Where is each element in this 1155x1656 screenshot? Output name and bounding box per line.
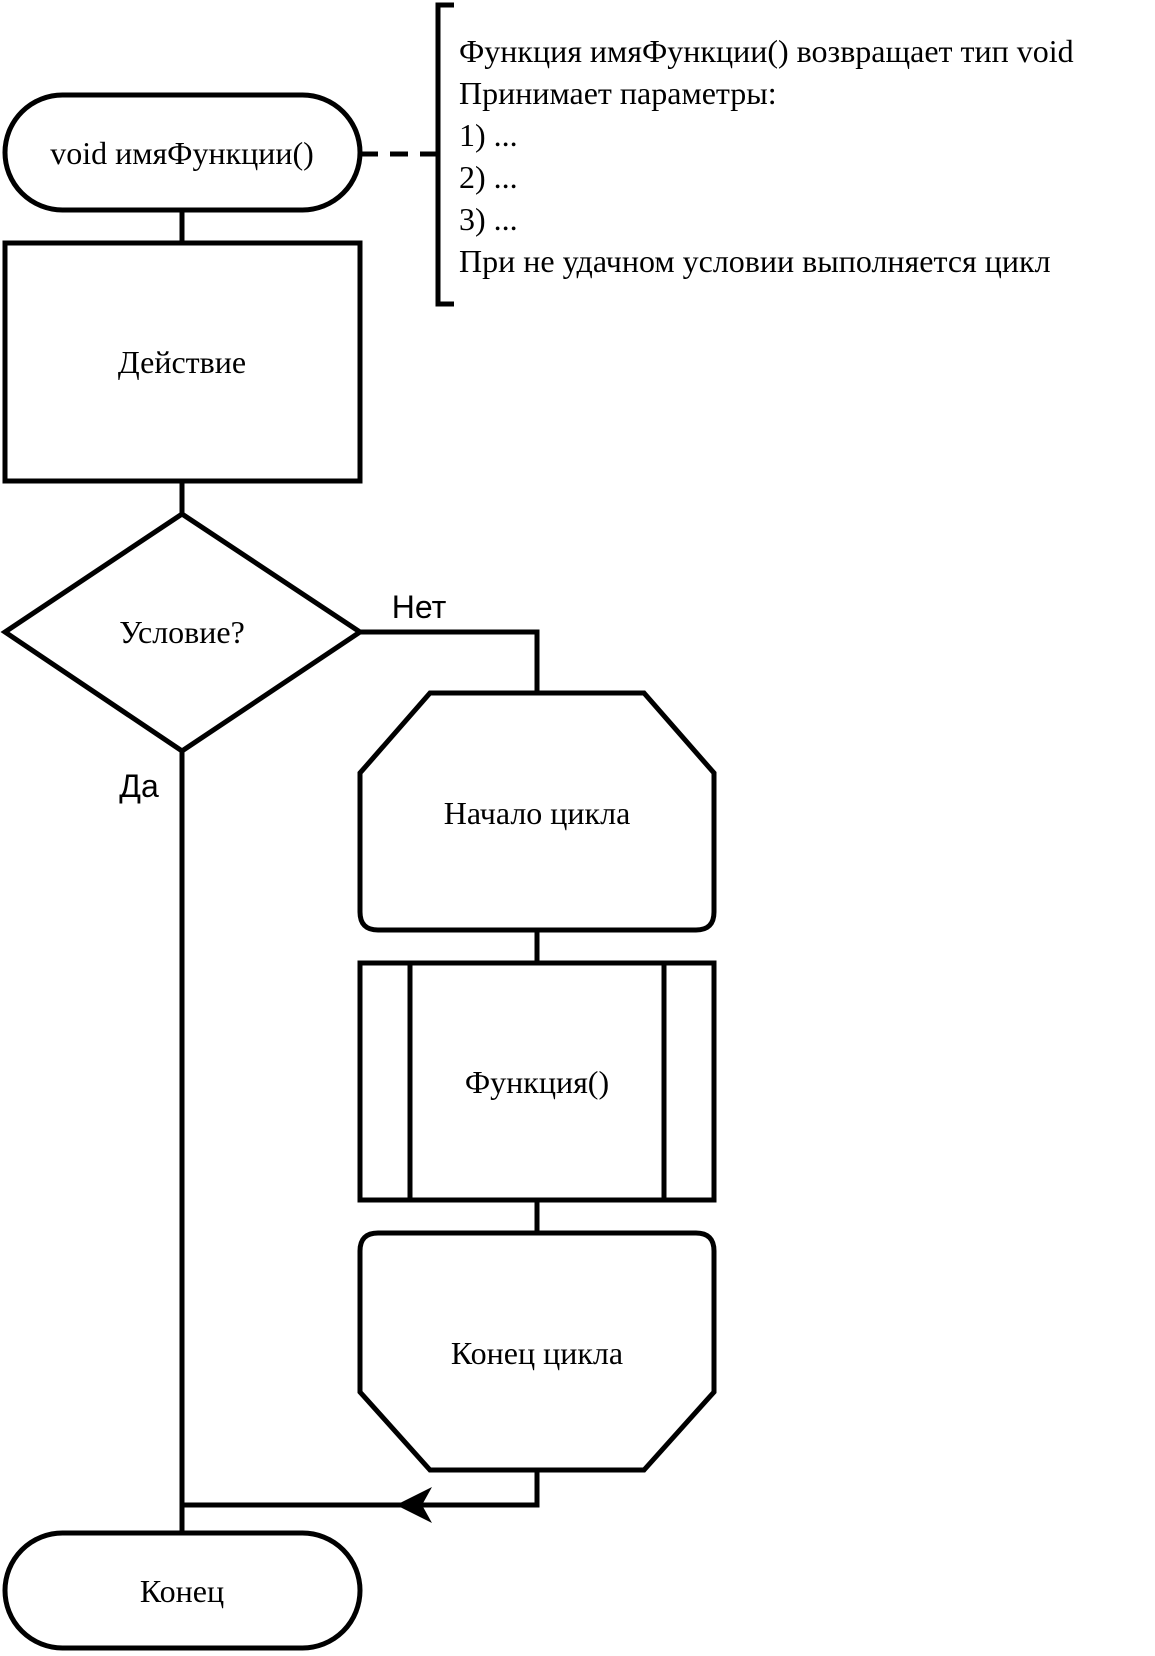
- condition-decision[interactable]: [0, 510, 365, 755]
- start-terminator-label: void имяФункции(): [50, 135, 314, 171]
- annotation-line: 2) ...: [459, 159, 518, 195]
- annotation-line: Функция имяФункции() возвращает тип void: [459, 33, 1074, 69]
- loop-start-label: Начало цикла: [444, 795, 631, 831]
- connector-loop-return: [182, 1470, 540, 1508]
- function-call-subroutine[interactable]: [357, 960, 717, 1203]
- loop-end-block[interactable]: [357, 1230, 717, 1473]
- annotation-line: 3) ...: [459, 201, 518, 237]
- annotation-line: 1) ...: [459, 117, 518, 153]
- end-terminator[interactable]: [2, 1530, 363, 1651]
- no-branch-label: Нет: [392, 589, 447, 625]
- annotation-line: При не удачном условии выполняется цикл: [459, 243, 1051, 279]
- annotation-line: Принимает параметры:: [459, 75, 777, 111]
- function-call-label: Функция(): [465, 1064, 609, 1100]
- annotation-text: Функция имяФункции() возвращает тип void…: [459, 33, 1074, 279]
- loop-end-label: Конец цикла: [451, 1335, 623, 1371]
- end-terminator-label: Конец: [140, 1573, 224, 1609]
- start-terminator[interactable]: [2, 92, 363, 213]
- loop-start-block[interactable]: [357, 690, 717, 933]
- arrowhead-icon: [396, 1487, 432, 1523]
- yes-branch-label: Да: [119, 768, 159, 804]
- condition-decision-label: Условие?: [119, 614, 245, 650]
- connector-no-branch: [360, 629, 540, 693]
- action-process-label: Действие: [118, 344, 246, 380]
- action-process[interactable]: [2, 240, 363, 484]
- annotation-bracket: [435, 2, 454, 307]
